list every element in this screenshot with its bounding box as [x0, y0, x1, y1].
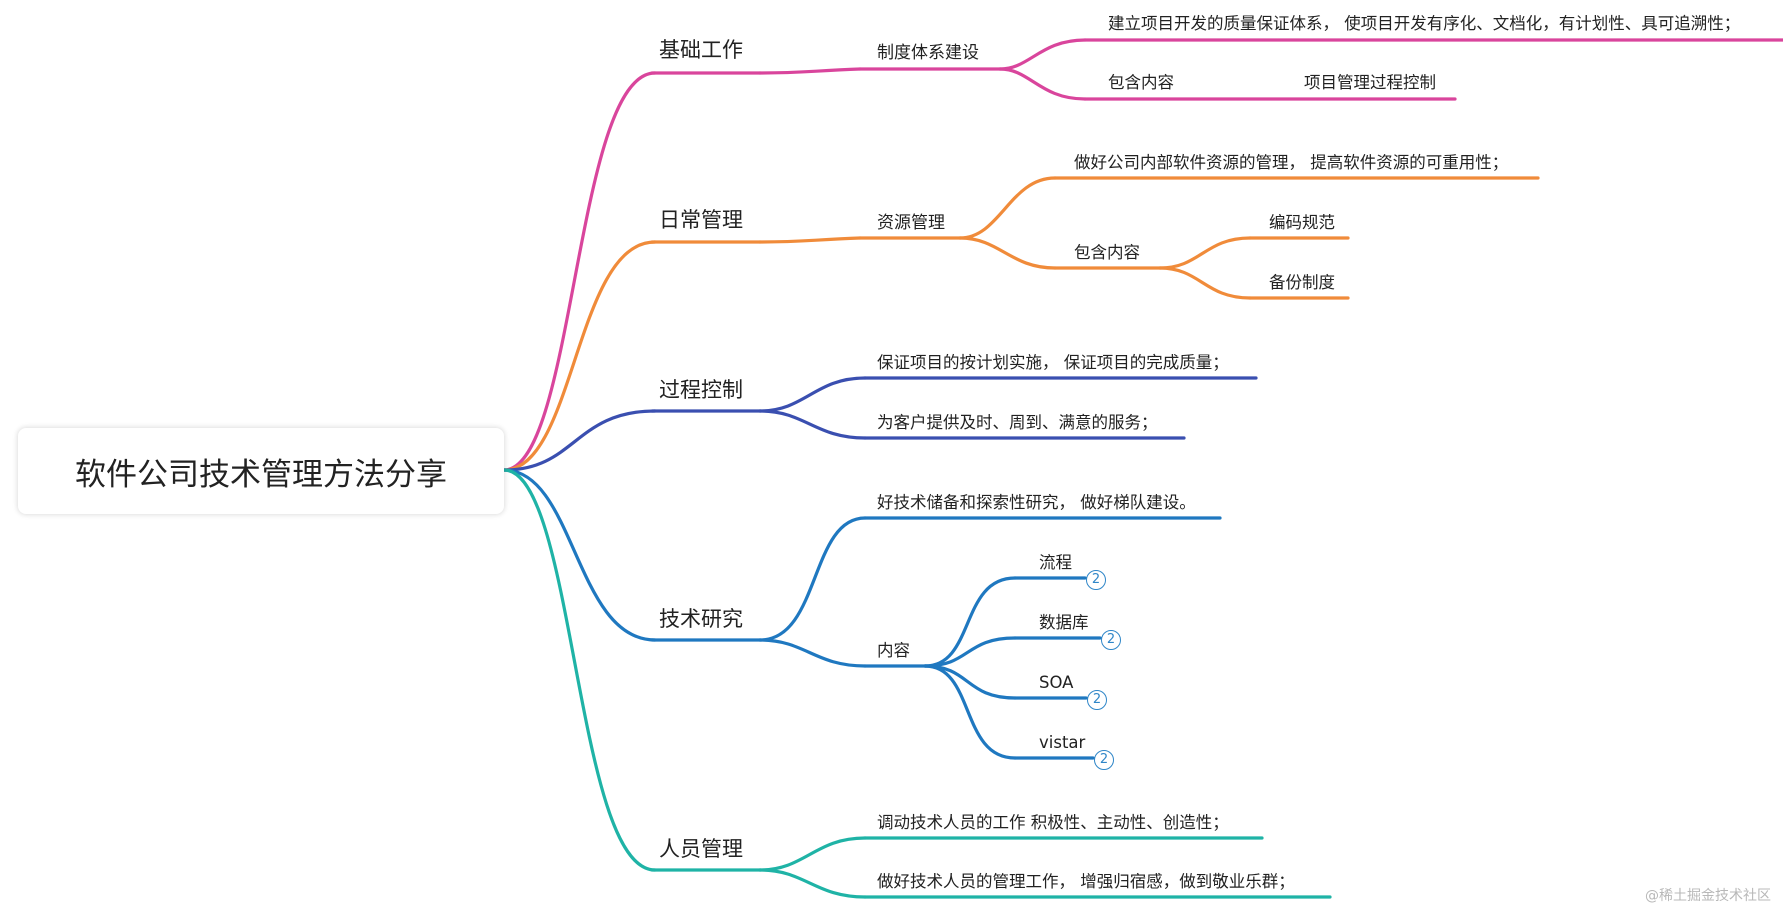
branch-guocheng-kongzhi[interactable]: 过程控制 — [659, 378, 743, 402]
branch-connectors-jichu — [502, 38, 1783, 472]
node-baohan-neirong-1[interactable]: 包含内容 — [1108, 73, 1174, 92]
node-zhidu-tixi-jianshe[interactable]: 制度体系建设 — [877, 43, 979, 63]
branch-richang-guanli[interactable]: 日常管理 — [659, 208, 743, 232]
collapse-count-badge-vistar[interactable]: 2 — [1094, 750, 1114, 770]
watermark: @稀土掘金技术社区 — [1645, 888, 1771, 904]
node-tech-reserve[interactable]: 好技术储备和探索性研究， 做好梯队建设。 — [877, 493, 1196, 512]
branch-jichu-gongzuo[interactable]: 基础工作 — [659, 38, 743, 62]
node-liucheng[interactable]: 流程 — [1039, 553, 1072, 572]
node-project-process-control[interactable]: 项目管理过程控制 — [1304, 73, 1436, 92]
node-soa[interactable]: SOA — [1039, 673, 1074, 692]
node-motivation[interactable]: 调动技术人员的工作 积极性、主动性、创造性； — [877, 813, 1229, 832]
collapse-count-badge-shujuku[interactable]: 2 — [1101, 630, 1121, 650]
collapse-count-badge-soa[interactable]: 2 — [1087, 690, 1107, 710]
node-resource-reuse[interactable]: 做好公司内部软件资源的管理， 提高软件资源的可重用性； — [1074, 153, 1509, 172]
node-customer-service[interactable]: 为客户提供及时、周到、满意的服务； — [877, 413, 1158, 432]
branch-connectors-renyuan — [502, 468, 1332, 899]
node-baohan-neirong-2[interactable]: 包含内容 — [1074, 243, 1140, 262]
node-neirong[interactable]: 内容 — [877, 641, 910, 660]
node-vistar[interactable]: vistar — [1039, 733, 1086, 752]
node-quality-assurance[interactable]: 建立项目开发的质量保证体系， 使项目开发有序化、文档化，有计划性、具可追溯性； — [1108, 14, 1741, 33]
node-coding-standard[interactable]: 编码规范 — [1269, 213, 1335, 232]
node-backup-policy[interactable]: 备份制度 — [1269, 273, 1335, 292]
branch-renyuan-guanli[interactable]: 人员管理 — [659, 837, 743, 861]
root-node[interactable]: 软件公司技术管理方法分享 — [18, 428, 504, 514]
branch-connectors-jishu — [502, 468, 1222, 760]
node-ziyuan-guanli[interactable]: 资源管理 — [877, 213, 945, 233]
branch-connectors-guocheng — [502, 376, 1258, 472]
node-plan-quality[interactable]: 保证项目的按计划实施， 保证项目的完成质量； — [877, 353, 1229, 372]
node-belonging[interactable]: 做好技术人员的管理工作， 增强归宿感，做到敬业乐群； — [877, 872, 1295, 891]
node-shujuku[interactable]: 数据库 — [1039, 613, 1089, 632]
root-title: 软件公司技术管理方法分享 — [75, 456, 447, 493]
branch-jishu-yanjiu[interactable]: 技术研究 — [659, 607, 743, 631]
collapse-count-badge-liucheng[interactable]: 2 — [1086, 570, 1106, 590]
branch-connectors-richang — [502, 176, 1540, 472]
